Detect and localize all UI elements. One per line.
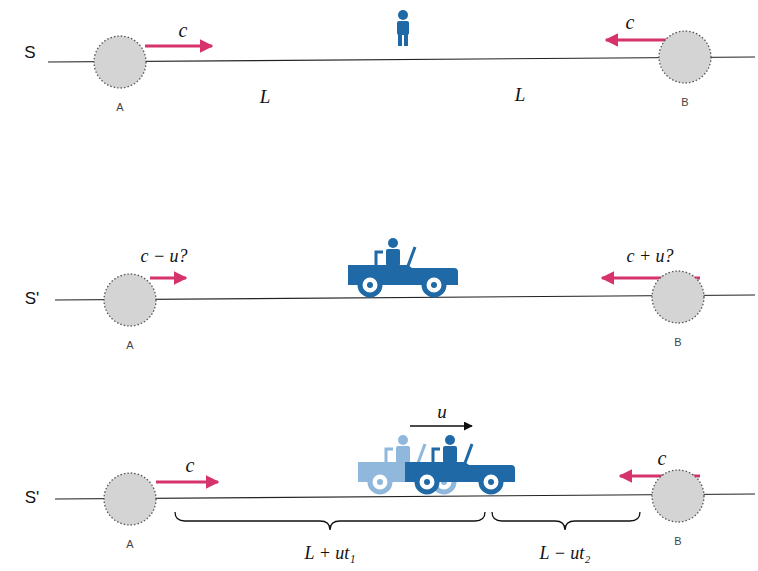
light-arrow [156,481,218,484]
frame-name: S [24,44,35,61]
point-circle-shape [94,36,146,88]
point-circle: B [655,27,715,113]
point-circle-shape [652,271,704,323]
speed-label: c [658,448,667,468]
point-circle-shape [652,470,704,522]
point-circle: B [648,267,708,353]
speed-label: c + u? [626,247,673,265]
distance-label: L − ut₂ [539,544,590,562]
velocity-label: u [437,402,447,421]
light-arrow [150,277,186,280]
point-circle-shape [659,31,711,83]
speed-label: c − u? [140,247,187,265]
axis-line [48,57,755,62]
axis-line [55,295,755,300]
axis-line [55,494,755,499]
velocity-arrow [410,425,472,427]
point-label: A [100,539,160,550]
point-circle-shape [104,274,156,326]
point-label: B [648,337,708,348]
point-circle: A [100,469,160,555]
distance-label: L [515,85,526,104]
point-label: A [90,102,150,113]
jeep [348,238,458,295]
jeep [405,435,515,492]
speed-label: c [179,20,188,40]
distance-label: L + ut₁ [304,544,355,562]
distance-brace [492,512,640,530]
point-label: A [100,340,160,351]
observer-figure [397,10,409,46]
point-label: B [648,536,708,547]
point-circle: B [648,466,708,552]
distance-label: L [260,87,271,106]
light-arrow [145,45,212,48]
point-circle: A [90,32,150,118]
light-arrow [606,39,668,42]
point-label: B [655,97,715,108]
frame-name: S' [25,290,40,307]
point-circle-shape [104,473,156,525]
speed-label: c [186,455,195,475]
distance-brace [175,512,485,530]
point-circle: A [100,270,160,356]
frame-name: S' [25,489,40,506]
speed-label: c [626,12,635,32]
